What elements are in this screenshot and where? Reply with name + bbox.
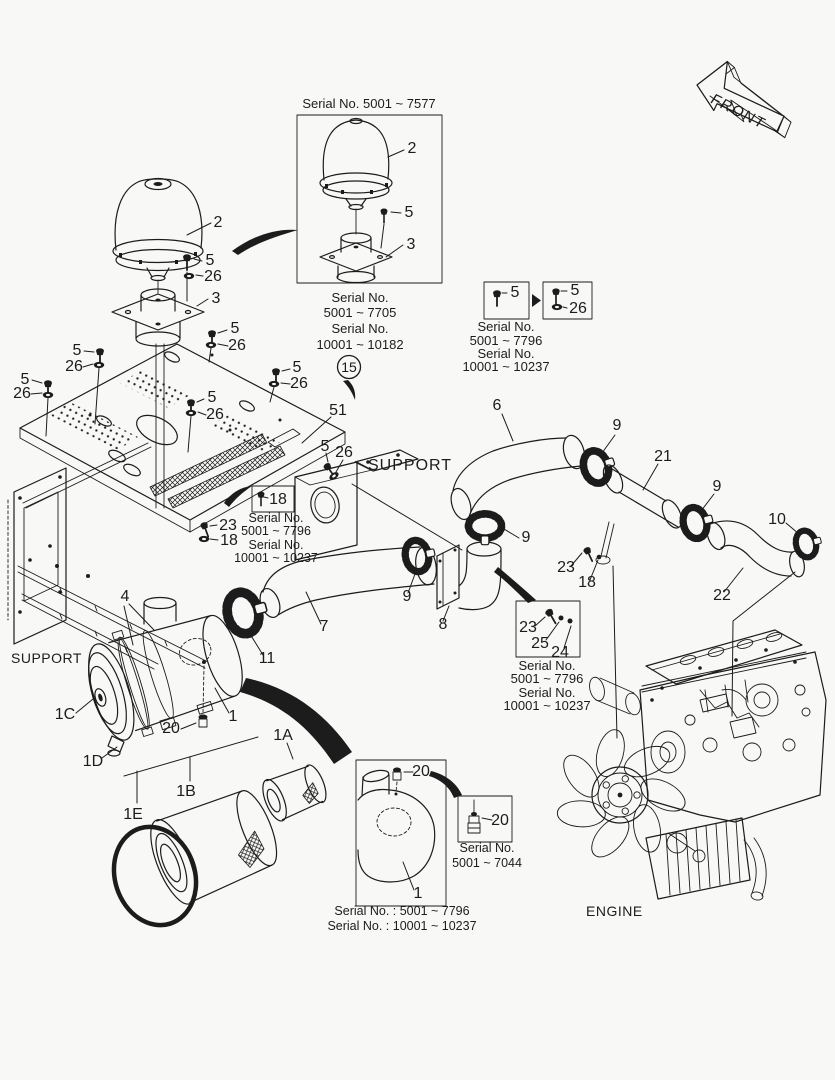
serial-caption: 10001 ~ 10182 — [316, 337, 403, 352]
serial-caption: Serial No. — [331, 290, 388, 305]
callout-25: 25 — [531, 635, 549, 652]
callout-2: 2 — [408, 140, 417, 157]
serial-caption: Serial No. — [477, 346, 534, 361]
callout-20: 20 — [491, 812, 509, 829]
serial-caption: 5001 ~ 7796 — [241, 524, 311, 538]
callout-5: 5 — [208, 389, 217, 406]
engine-illustration: ENGINE — [556, 629, 827, 919]
serial-caption: Serial No. — [331, 321, 388, 336]
callout-5: 5 — [21, 371, 30, 388]
tube-21-group: 21 23 18 — [557, 448, 683, 739]
serial-caption: Serial No. — [460, 841, 515, 855]
serial-caption: 5001 ~ 7705 — [324, 305, 397, 320]
serial-caption: Serial No. : 10001 ~ 10237 — [327, 919, 476, 933]
callout-22: 22 — [713, 587, 731, 604]
serial-caption: 10001 ~ 10237 — [503, 698, 590, 713]
callout-1: 1 — [414, 885, 423, 902]
center-support-bracket: 5 26 SUPPORT — [294, 438, 463, 561]
serial-caption: Serial No. — [249, 511, 304, 525]
callout-9: 9 — [613, 417, 622, 434]
callout-26: 26 — [290, 375, 308, 392]
air-cleaner-assembly: 20 4 1C 1D 1 — [55, 588, 243, 770]
filter-elements: 1A 1B 1E — [111, 727, 327, 928]
callout-26: 26 — [228, 337, 246, 354]
hose-22-group: 9 22 10 — [680, 478, 825, 717]
callout-23: 23 — [557, 559, 575, 576]
inset-sensor-early: 20 Serial No. 5001 ~ 7044 — [429, 771, 522, 870]
callout-9: 9 — [713, 478, 722, 495]
callout-1A: 1A — [273, 727, 293, 744]
callout-26: 26 — [569, 300, 587, 317]
left-support: SUPPORT — [7, 442, 209, 670]
callout-5: 5 — [321, 438, 330, 455]
callout-11: 11 — [259, 650, 276, 667]
callout-23: 23 — [219, 517, 237, 534]
serial-caption: 10001 ~ 10237 — [234, 551, 318, 565]
callout-5: 5 — [231, 320, 240, 337]
callout-1C: 1C — [55, 706, 75, 723]
callout-5: 5 — [511, 284, 520, 301]
callout-4: 4 — [121, 588, 130, 605]
hose-7-group: 7 11 9 — [223, 537, 439, 667]
swoosh-arrow-precleaner — [232, 229, 298, 255]
serial-caption: 5001 ~ 7044 — [452, 856, 522, 870]
callout-5: 5 — [73, 342, 82, 359]
callout-1D: 1D — [83, 753, 103, 770]
callout-18: 18 — [269, 491, 287, 508]
callout-26: 26 — [335, 444, 353, 461]
callout-5: 5 — [405, 204, 414, 221]
callout-1: 1 — [229, 708, 238, 725]
serial-caption: Serial No. — [518, 685, 575, 700]
callout-5: 5 — [571, 282, 580, 299]
serial-caption: Serial No. : 5001 ~ 7796 — [334, 904, 469, 918]
serial-caption: Serial No. — [477, 319, 534, 334]
elbow-8-group: 8 9 — [436, 514, 531, 633]
inset-bolt-update: 5 5 26 Serial No. 5001 ~ 7796 Serial No.… — [462, 281, 593, 374]
callout-5: 5 — [206, 252, 215, 269]
callout-1E: 1E — [123, 806, 143, 823]
support-left-label: SUPPORT — [11, 650, 82, 666]
mounting-plate: 5 26 5 26 5 26 5 26 5 26 51 — [13, 320, 347, 533]
callout-23: 23 — [519, 619, 537, 636]
callout-51: 51 — [329, 402, 347, 419]
serial-caption: 5001 ~ 7796 — [511, 671, 584, 686]
callout-20: 20 — [162, 720, 180, 737]
callout-20: 20 — [412, 763, 430, 780]
callout-26: 26 — [13, 385, 31, 402]
inset-clamp-hardware: 23 25 24 Serial No. 5001 ~ 7796 Serial N… — [494, 567, 591, 713]
serial-caption: Serial No. — [249, 538, 304, 552]
callout-26: 26 — [206, 406, 224, 423]
callout-1B: 1B — [176, 783, 196, 800]
inset-precleaner-title: Serial No. 5001 ~ 7577 — [302, 96, 435, 111]
precleaner-assembly: 2 5 26 3 — [111, 177, 223, 347]
badge-15: 15 — [341, 359, 357, 375]
support-center-label: SUPPORT — [368, 457, 452, 474]
hose-6-group: 6 9 — [450, 397, 622, 521]
inset-air-cleaner-late: 20 1 Serial No. : 5001 ~ 7796 Serial No.… — [327, 759, 477, 933]
swoosh-arrow-aircleaner — [240, 678, 352, 764]
callout-18: 18 — [578, 574, 596, 591]
callout-26: 26 — [204, 268, 222, 285]
callout-7: 7 — [320, 618, 329, 635]
callout-3: 3 — [407, 236, 416, 253]
engine-label: ENGINE — [586, 903, 643, 919]
callout-9: 9 — [522, 529, 531, 546]
callout-26: 26 — [65, 358, 83, 375]
callout-6: 6 — [493, 397, 502, 414]
callout-10: 10 — [768, 511, 786, 528]
serial-caption: Serial No. — [518, 658, 575, 673]
callout-21: 21 — [654, 448, 672, 465]
inset-precleaner-late: Serial No. 5001 ~ 7577 — [296, 96, 443, 400]
callout-2: 2 — [214, 214, 223, 231]
callout-5: 5 — [293, 359, 302, 376]
serial-caption: 5001 ~ 7796 — [470, 333, 543, 348]
callout-3: 3 — [212, 290, 221, 307]
callout-9: 9 — [403, 588, 412, 605]
serial-caption: 10001 ~ 10237 — [462, 359, 549, 374]
callout-18: 18 — [220, 532, 238, 549]
callout-24: 24 — [551, 644, 569, 661]
callout-8: 8 — [439, 616, 448, 633]
